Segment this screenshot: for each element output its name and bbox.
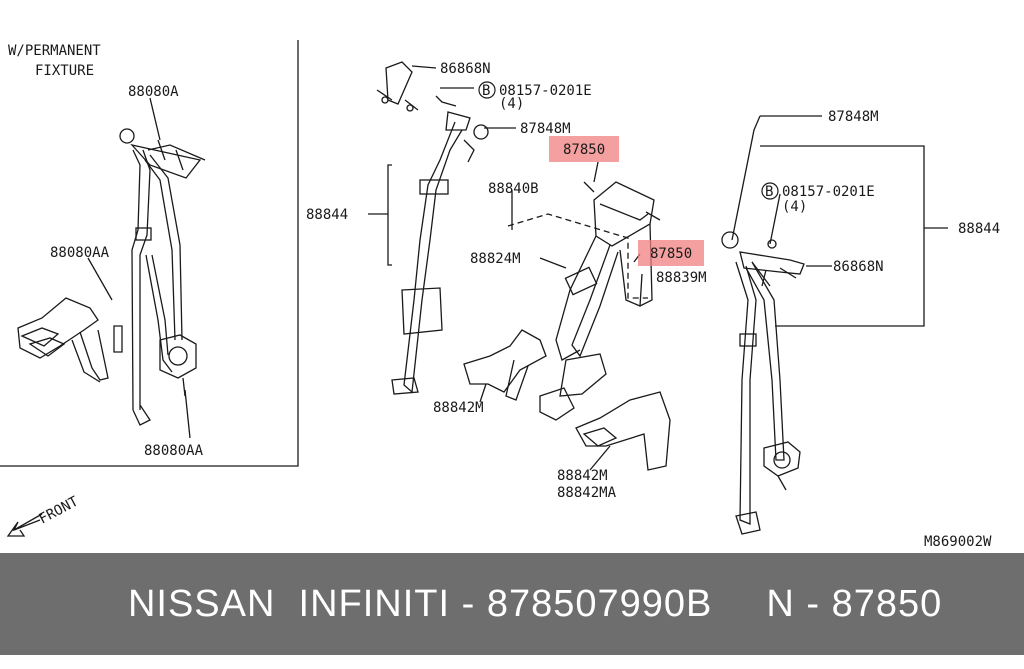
front-label: FRONT xyxy=(36,493,81,527)
right-belt-drawing xyxy=(721,115,948,535)
label-87850-lower: 87850 xyxy=(650,246,692,262)
label-87848M-right: 87848M xyxy=(828,109,879,125)
label-bolt-qty-mid: (4) xyxy=(499,96,524,112)
label-88824M: 88824M xyxy=(470,251,521,267)
parts-diagram: B B W/PERMANENT FIXTURE 88080A 88080AA 8… xyxy=(0,40,1000,550)
highlight-87850-upper xyxy=(549,136,619,162)
label-87850-upper: 87850 xyxy=(563,142,605,158)
label-88840B: 88840B xyxy=(488,181,539,197)
leader-lines xyxy=(87,65,832,471)
middle-retractor-drawing xyxy=(463,181,671,471)
label-bolt-ref-mid: 08157-0201E xyxy=(499,83,592,99)
footer-short-part: N - 87850 xyxy=(766,582,943,625)
circled-b-right: B xyxy=(765,184,773,200)
inset-frame xyxy=(0,40,299,467)
inset-title-line2: FIXTURE xyxy=(35,63,94,79)
label-bolt-qty-right: (4) xyxy=(782,199,807,215)
label-bolt-ref-right: 08157-0201E xyxy=(782,184,875,200)
label-88842MA-bottom: 88842MA xyxy=(557,485,617,501)
label-88080AA-lower: 88080AA xyxy=(144,443,204,459)
diagram-code: M869002W xyxy=(924,534,992,550)
front-arrow-icon xyxy=(6,519,41,537)
label-88844-mid: 88844 xyxy=(306,207,348,223)
middle-belt-drawing xyxy=(368,61,489,395)
label-88080A: 88080A xyxy=(128,84,179,100)
label-88839M: 88839M xyxy=(656,270,707,286)
label-88842M-bottom: 88842M xyxy=(557,468,608,484)
label-87848M-mid: 87848M xyxy=(520,121,571,137)
highlight-87850-lower xyxy=(638,240,704,266)
footer-brand-part: NISSAN INFINITI - 878507990B xyxy=(127,582,713,625)
inset-belt-drawing xyxy=(17,128,206,426)
circled-b-right-icon xyxy=(761,182,779,200)
label-88844-right: 88844 xyxy=(958,221,1000,237)
inset-title-line1: W/PERMANENT xyxy=(8,43,101,59)
label-86868N-mid: 86868N xyxy=(440,61,491,77)
circled-b-mid: B xyxy=(482,83,490,99)
circled-b-mid-icon xyxy=(478,81,496,99)
label-88080AA-upper: 88080AA xyxy=(50,245,110,261)
label-86868N-right: 86868N xyxy=(833,259,884,275)
label-88842M-mid: 88842M xyxy=(433,400,484,416)
part-number-banner: NISSAN INFINITI - 878507990B N - 87850 xyxy=(0,553,1024,655)
